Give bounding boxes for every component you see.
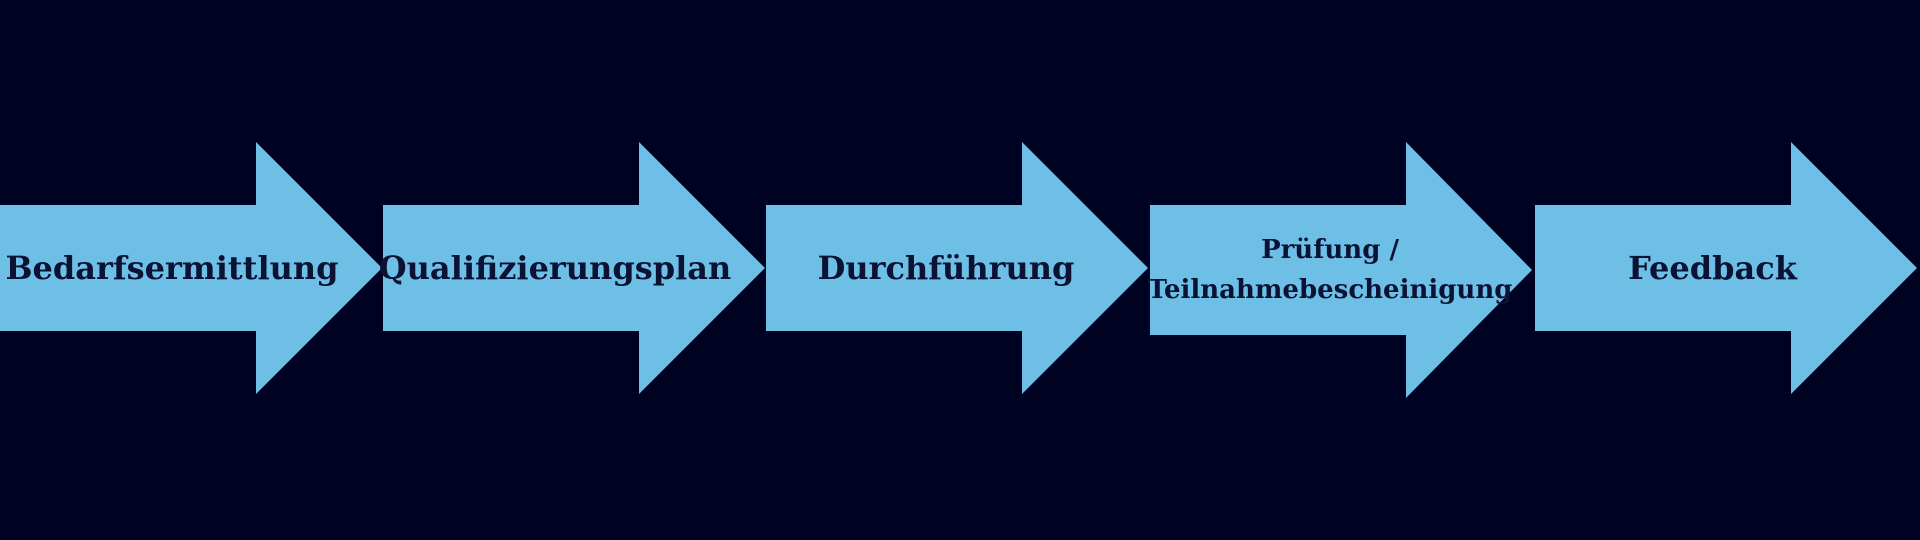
step-label-bedarfsermittlung: Bedarfsermittlung [5, 249, 339, 287]
arrow-shape [1150, 142, 1532, 398]
arrow-shape [1535, 142, 1917, 394]
step-label-durchfuehrung: Durchführung [817, 249, 1075, 287]
step-label-line: Teilnahmebescheinigung [1147, 275, 1513, 305]
step-label-line: Prüfung / [1261, 234, 1399, 265]
step-arrow-bedarfsermittlung: Bedarfsermittlung [0, 142, 382, 394]
arrow-shape [0, 142, 382, 394]
arrow-shape [766, 142, 1148, 394]
step-arrow-durchfuehrung: Durchführung [766, 142, 1148, 394]
step-label-pruefung: Prüfung / Teilnahmebescheinigung [1147, 205, 1513, 335]
step-label-feedback: Feedback [1628, 249, 1797, 287]
arrow-shape [383, 142, 765, 394]
step-label-qualifizierungsplan: Qualifizierungsplan [378, 249, 732, 287]
step-arrow-pruefung: Prüfung / Teilnahmebescheinigung [1147, 142, 1532, 398]
step-arrow-feedback: Feedback [1535, 142, 1917, 394]
step-arrow-qualifizierungsplan: Qualifizierungsplan [378, 142, 765, 394]
